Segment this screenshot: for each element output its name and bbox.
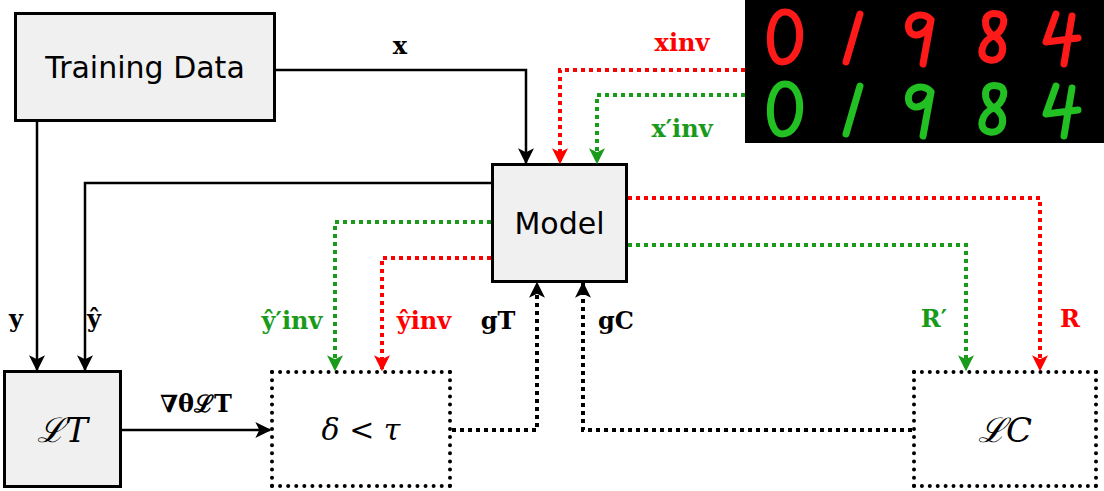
loss-box: ℒC xyxy=(912,370,1098,488)
flow-arrow xyxy=(85,183,491,370)
flow-arrow xyxy=(382,258,491,370)
digit-stroke xyxy=(1046,86,1078,136)
image-background xyxy=(745,0,1104,143)
node-label: Model xyxy=(514,206,604,241)
threshold-box: δ < τ xyxy=(270,370,452,488)
input-leader xyxy=(560,70,745,163)
signal-label: ∇θℒT xyxy=(160,386,232,419)
signal-label: R′ xyxy=(921,304,947,333)
signal-label: ŷ xyxy=(87,304,101,333)
input-leader xyxy=(597,95,745,163)
signal-label: R xyxy=(1060,304,1080,333)
red-digits xyxy=(770,12,1078,64)
digit-stroke xyxy=(908,87,931,136)
digit-stroke xyxy=(908,15,931,64)
signal-label: xinv xyxy=(655,28,710,57)
data-box: Training Data xyxy=(14,12,276,122)
flow-arrow xyxy=(583,283,912,430)
flow-arrow xyxy=(452,283,537,430)
signal-label: x xyxy=(393,31,407,60)
flow-arrow xyxy=(628,198,1040,370)
loss-box: ℒT xyxy=(3,370,122,488)
green-digits xyxy=(770,84,1078,136)
node-label: Training Data xyxy=(45,50,245,85)
flow-arrow xyxy=(276,70,526,163)
digit-stroke xyxy=(770,84,799,134)
node-label: ℒC xyxy=(978,406,1032,452)
digit-stroke xyxy=(770,12,799,62)
flow-arrow xyxy=(335,222,491,370)
node-label: ℒT xyxy=(37,406,88,452)
signal-label: ŷinv xyxy=(397,306,451,335)
node-label: δ < τ xyxy=(322,412,401,447)
digit-stroke xyxy=(982,13,1004,60)
signal-label: ŷ′inv xyxy=(262,306,323,335)
flow-arrow xyxy=(122,429,270,432)
digit-stroke xyxy=(982,85,1004,132)
digit-stroke xyxy=(1046,14,1078,64)
model-box: Model xyxy=(491,163,628,283)
digit-stroke xyxy=(846,86,860,134)
digit-image xyxy=(745,0,1104,143)
digit-stroke xyxy=(846,14,860,62)
signal-label: y xyxy=(9,304,23,333)
signal-label: gT xyxy=(481,306,516,335)
signal-label: x′inv xyxy=(651,114,712,143)
signal-label: gC xyxy=(598,306,634,335)
flow-arrow xyxy=(628,245,966,370)
flow-arrow xyxy=(36,122,39,370)
